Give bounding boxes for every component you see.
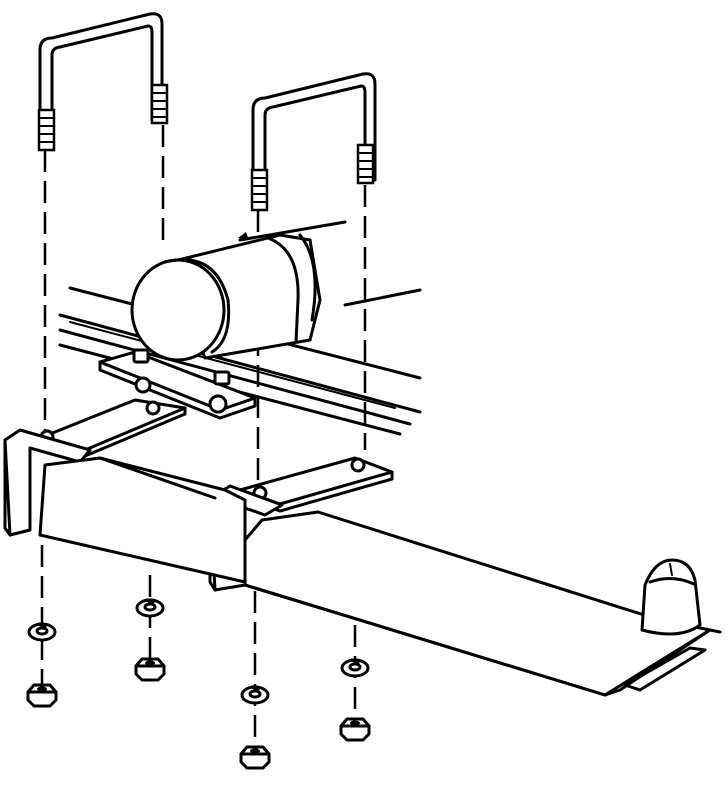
assembly-guide-lines <box>40 125 367 755</box>
u-bolt-icon <box>250 72 377 212</box>
axle-tube-icon <box>130 220 347 362</box>
u-bolt-icon <box>37 12 169 152</box>
bump-stop-icon <box>640 558 702 636</box>
lower-beam-icon <box>38 456 722 697</box>
clamp-plate-icon <box>98 348 257 420</box>
lock-washer-icon <box>27 598 370 705</box>
hex-nut-icon <box>26 657 371 770</box>
